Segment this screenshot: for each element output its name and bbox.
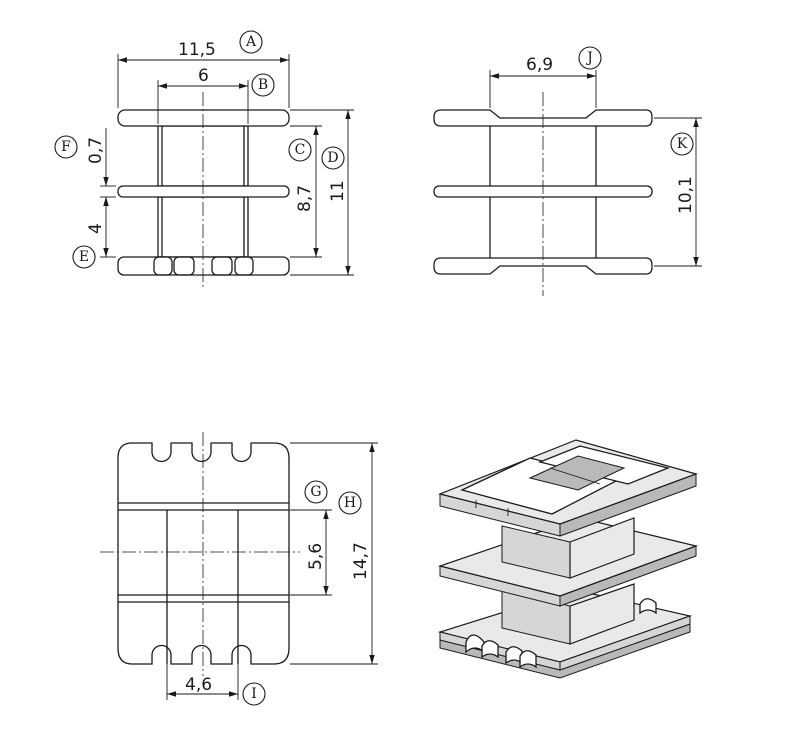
front-pin: [173, 256, 195, 276]
dim-g-value: 5,6: [306, 543, 326, 570]
svg-text:C: C: [295, 142, 306, 158]
iso-pin: [519, 650, 537, 669]
front-top-flange: [117, 109, 290, 127]
svg-text:I: I: [251, 686, 257, 702]
front-pin-slot: [153, 256, 173, 276]
tag-f: F: [54, 135, 78, 159]
svg-text:G: G: [310, 484, 321, 500]
bottom-outline: [117, 442, 290, 665]
front-middle-flange: [117, 185, 290, 198]
iso-pin: [639, 598, 657, 615]
side-view: 6,9 10,1 J K: [433, 46, 702, 296]
svg-text:E: E: [79, 249, 89, 265]
tag-i: I: [242, 682, 266, 706]
front-pin: [211, 256, 233, 276]
dim-h-value: 14,7: [351, 542, 371, 580]
svg-text:F: F: [61, 139, 71, 155]
tag-c: C: [288, 138, 312, 162]
tag-h: H: [338, 491, 362, 515]
tag-d: D: [321, 146, 345, 170]
front-view: 11,5 6 0,7 4 8,7 11 A B F E C D: [54, 30, 354, 290]
dim-d-value: 11: [328, 180, 348, 202]
svg-text:H: H: [344, 495, 356, 511]
dim-f-value: 0,7: [86, 137, 106, 164]
tag-g: G: [304, 480, 328, 504]
dim-j-value: 6,9: [526, 55, 553, 75]
tag-e: E: [72, 245, 96, 269]
iso-core-upper-side: [569, 517, 635, 579]
bottom-view: 5,6 14,7 4,6 G H I: [100, 432, 378, 706]
tag-j: J: [578, 46, 602, 70]
tag-a: A: [239, 30, 263, 54]
svg-text:K: K: [677, 136, 688, 152]
tag-b: B: [251, 73, 275, 97]
svg-text:B: B: [258, 77, 268, 93]
iso-core-lower-side: [569, 583, 635, 645]
dim-b-value: 6: [198, 66, 209, 86]
dim-e-value: 4: [86, 223, 106, 234]
iso-pin: [481, 640, 499, 659]
dim-k-value: 10,1: [676, 176, 696, 214]
dim-i-value: 4,6: [185, 675, 212, 695]
side-bottom-flange: [433, 257, 653, 275]
tag-k: K: [670, 132, 694, 156]
svg-text:A: A: [245, 34, 257, 50]
svg-text:D: D: [327, 150, 338, 166]
iso-core-opening: [528, 455, 626, 491]
svg-text:J: J: [585, 50, 593, 66]
dim-c-value: 8,7: [295, 185, 315, 212]
front-base: [117, 256, 290, 276]
front-pin-slot: [234, 256, 254, 276]
dim-a-value: 11,5: [178, 40, 216, 60]
isometric-view: [437, 439, 699, 679]
